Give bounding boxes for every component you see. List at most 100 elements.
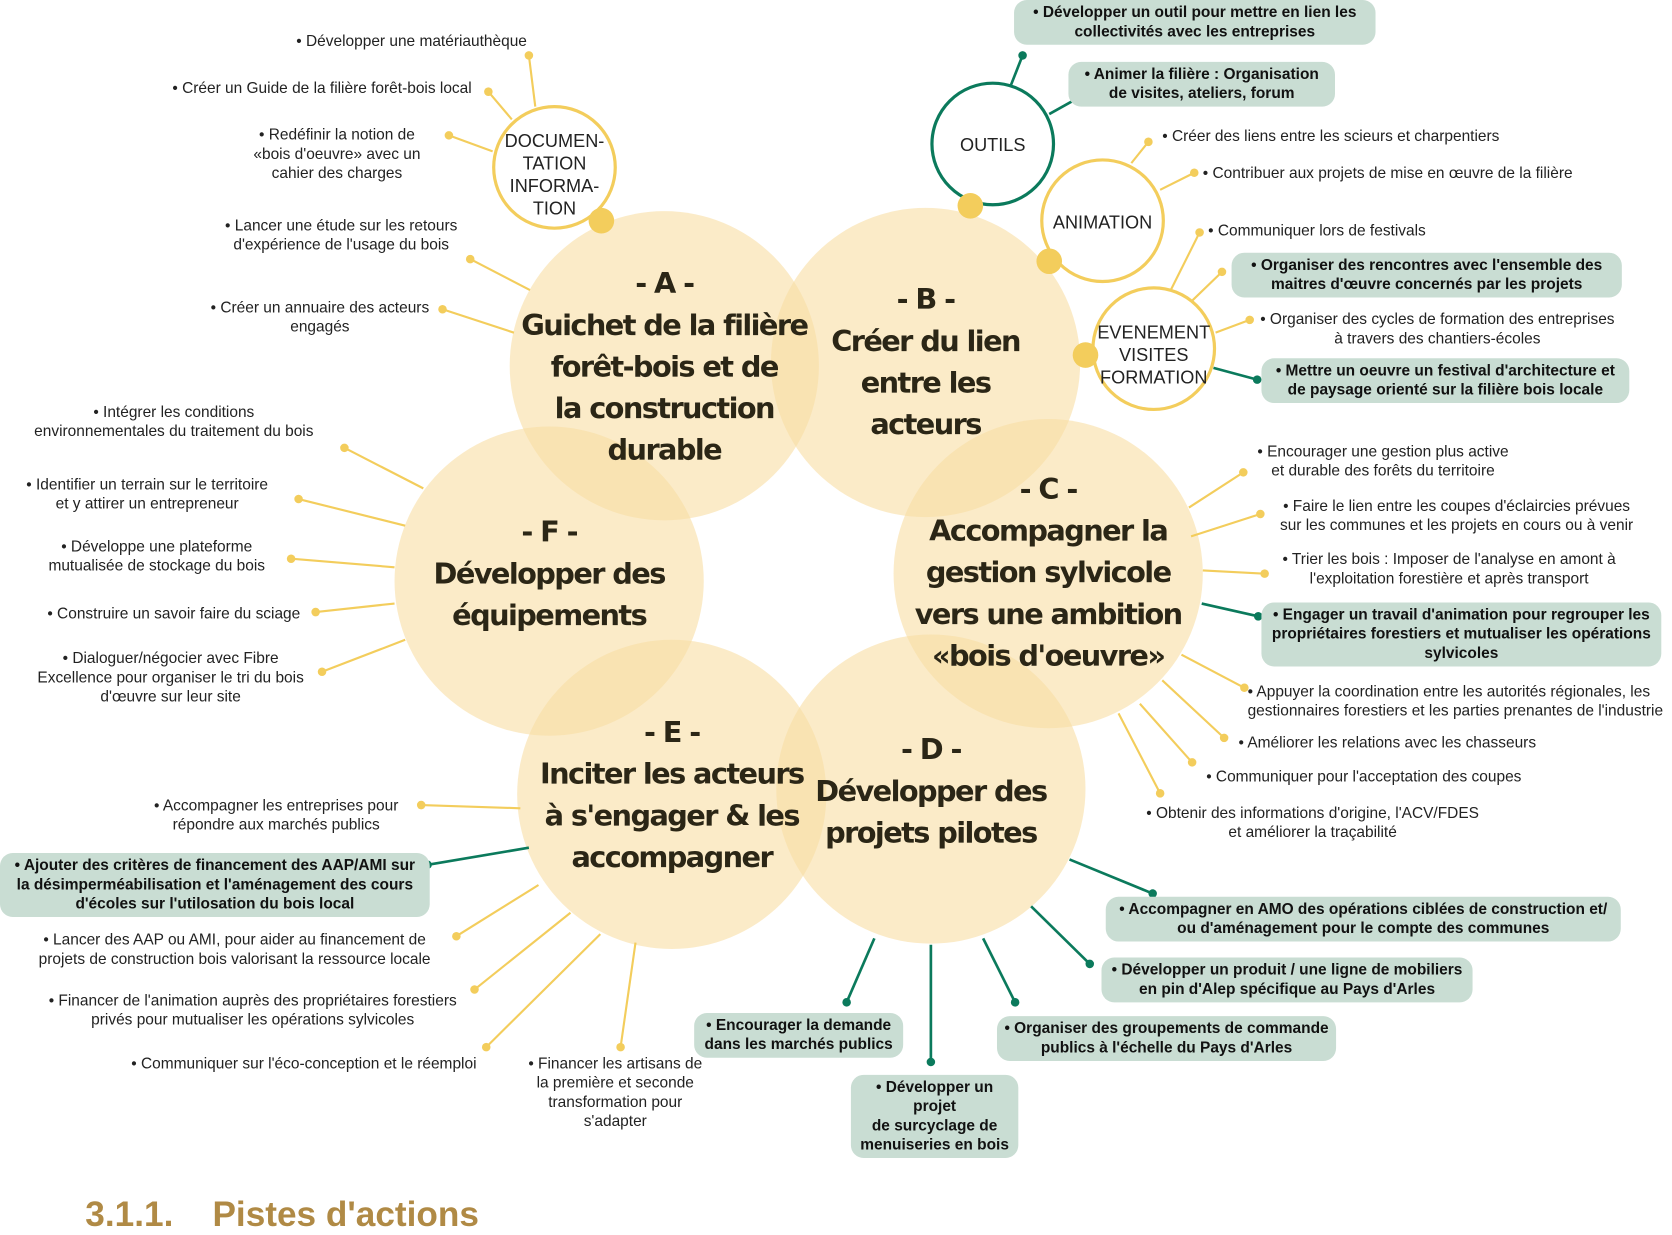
connector-dot bbox=[1195, 228, 1204, 237]
connector-dot bbox=[1018, 51, 1027, 60]
connector-dot bbox=[616, 1042, 625, 1052]
connector-dot bbox=[1253, 612, 1263, 621]
circle-f-letter: - F - bbox=[521, 516, 578, 550]
highlighted-action-item: • Mettre un oeuvre un festival d'archite… bbox=[1261, 358, 1630, 404]
action-item: • Appuyer la coordination entre les auto… bbox=[1247, 683, 1664, 720]
action-item: • Encourager une gestion plus active et … bbox=[1257, 443, 1509, 480]
connector-line bbox=[527, 55, 537, 107]
connector-line bbox=[845, 937, 876, 1003]
evenement-anchor-dot bbox=[1072, 342, 1099, 368]
circle-e-label: Inciter les acteurs à s'engager & les ac… bbox=[540, 758, 805, 875]
action-item: • Financer les artisans de la première e… bbox=[528, 1055, 703, 1131]
connector-line bbox=[321, 638, 406, 673]
highlighted-action-item: • Accompagner en AMO des opérations cibl… bbox=[1105, 896, 1621, 942]
connector-line bbox=[619, 942, 637, 1048]
connector-dot bbox=[1144, 137, 1153, 147]
connector-dot bbox=[438, 304, 447, 314]
connector-line bbox=[1169, 231, 1201, 291]
connector-dot bbox=[1217, 267, 1227, 277]
connector-dot bbox=[294, 494, 303, 504]
circle-f bbox=[394, 426, 704, 736]
circle-e-letter: - E - bbox=[643, 716, 701, 750]
action-item: • Créer un annuaire des acteurs engagés bbox=[210, 299, 430, 336]
action-item: • Communiquer lors de festivals bbox=[1208, 222, 1426, 240]
animation-anchor-dot bbox=[1036, 248, 1063, 275]
action-item: • Financer de l'animation auprès des pro… bbox=[48, 992, 457, 1029]
connector-dot bbox=[470, 985, 479, 994]
connector-line bbox=[1180, 653, 1245, 689]
connector-dot bbox=[481, 1042, 491, 1052]
connector-line bbox=[469, 258, 531, 291]
connector-dot bbox=[1155, 789, 1165, 798]
circle-f-title: - F - Développer des équipements bbox=[434, 512, 667, 637]
connector-line bbox=[473, 911, 572, 991]
action-item: • Identifier un terrain sur le territoir… bbox=[26, 476, 269, 513]
documentation-anchor-dot bbox=[588, 207, 615, 234]
action-item: • Créer un Guide de la filière forêt-boi… bbox=[172, 79, 472, 98]
action-item: • Faire le lien entre les coupes d'éclai… bbox=[1279, 497, 1634, 535]
action-item: • Lancer une étude sur les retours d'exp… bbox=[225, 217, 458, 254]
connector-line bbox=[442, 308, 515, 334]
connector-line bbox=[1215, 318, 1251, 334]
connector-dot bbox=[926, 1057, 936, 1067]
connector-line bbox=[448, 134, 493, 153]
connector-line bbox=[1130, 141, 1150, 164]
connector-line bbox=[1009, 54, 1024, 86]
action-item: • Organiser des cycles de formation des … bbox=[1260, 311, 1615, 348]
circle-c-title: - C - Accompagner la gestion sylvicole v… bbox=[915, 469, 1183, 677]
connector-dot bbox=[286, 554, 296, 564]
outils-anchor-dot bbox=[957, 193, 984, 219]
connector-dot bbox=[444, 131, 454, 140]
connector-line bbox=[1159, 171, 1195, 191]
connector-line bbox=[427, 846, 530, 867]
connector-line bbox=[1117, 712, 1162, 794]
connector-line bbox=[1161, 679, 1225, 739]
circle-a-letter: - A - bbox=[635, 267, 695, 301]
circle-d-letter: - D - bbox=[900, 733, 962, 767]
action-item: • Intégrer les conditions environnementa… bbox=[34, 404, 314, 441]
circle-d bbox=[776, 634, 1086, 944]
connector-line bbox=[298, 497, 406, 527]
documentation-circle bbox=[492, 105, 617, 230]
highlighted-action-item: • Engager un travail d'animation pour re… bbox=[1261, 602, 1662, 667]
circle-a-label: Guichet de la filière forêt-bois et de l… bbox=[521, 309, 809, 468]
circle-b-label: Créer du lien entre les acteurs bbox=[831, 325, 1021, 442]
action-item: • Communiquer pour l'acceptation des cou… bbox=[1206, 768, 1522, 786]
connector-line bbox=[455, 884, 540, 938]
connector-line bbox=[487, 91, 513, 121]
action-item: • Construire un savoir faire du sciage bbox=[47, 605, 301, 623]
circle-d-label: Développer des projets pilotes bbox=[815, 775, 1048, 850]
connector-line bbox=[1213, 366, 1258, 381]
action-item: • Dialoguer/négocier avec Fibre Excellen… bbox=[37, 650, 304, 706]
connector-dot bbox=[524, 51, 534, 60]
highlighted-action-item: • Organiser des groupements de commande … bbox=[996, 1016, 1337, 1061]
connector-line bbox=[315, 602, 395, 614]
connector-dot bbox=[1260, 569, 1269, 578]
connector-dot bbox=[1252, 375, 1262, 384]
connector-line bbox=[1068, 858, 1154, 895]
connector-dot bbox=[1245, 315, 1254, 325]
connector-dot bbox=[1256, 509, 1265, 519]
connector-line bbox=[1202, 569, 1265, 575]
documentation-label: DOCUMEN- TATION INFORMA- TION bbox=[504, 131, 605, 219]
connector-dot bbox=[1010, 998, 1020, 1007]
connector-dot bbox=[452, 931, 461, 941]
highlighted-action-item: • Animer la filière : Organisation de vi… bbox=[1068, 61, 1336, 107]
connector-line bbox=[343, 446, 424, 490]
circle-c-letter: - C - bbox=[1019, 473, 1079, 507]
evenement-label: EVENEMENT VISITES FORMATION bbox=[1097, 322, 1211, 388]
action-item: • Lancer des AAP ou AMI, pour aider au f… bbox=[38, 931, 431, 969]
outils-circle bbox=[930, 81, 1056, 207]
animation-circle bbox=[1040, 158, 1165, 284]
circle-d-title: - D - Développer des projets pilotes bbox=[815, 729, 1048, 854]
connector-dot bbox=[1239, 468, 1248, 477]
connector-line bbox=[1188, 471, 1244, 509]
connector-dot bbox=[1148, 889, 1157, 898]
connector-line bbox=[1201, 602, 1259, 618]
connector-dot bbox=[1189, 168, 1199, 178]
connector-dot bbox=[1219, 733, 1229, 743]
highlighted-action-item: • Encourager la demande dans les marchés… bbox=[694, 1012, 904, 1058]
connector-dot bbox=[311, 607, 320, 617]
